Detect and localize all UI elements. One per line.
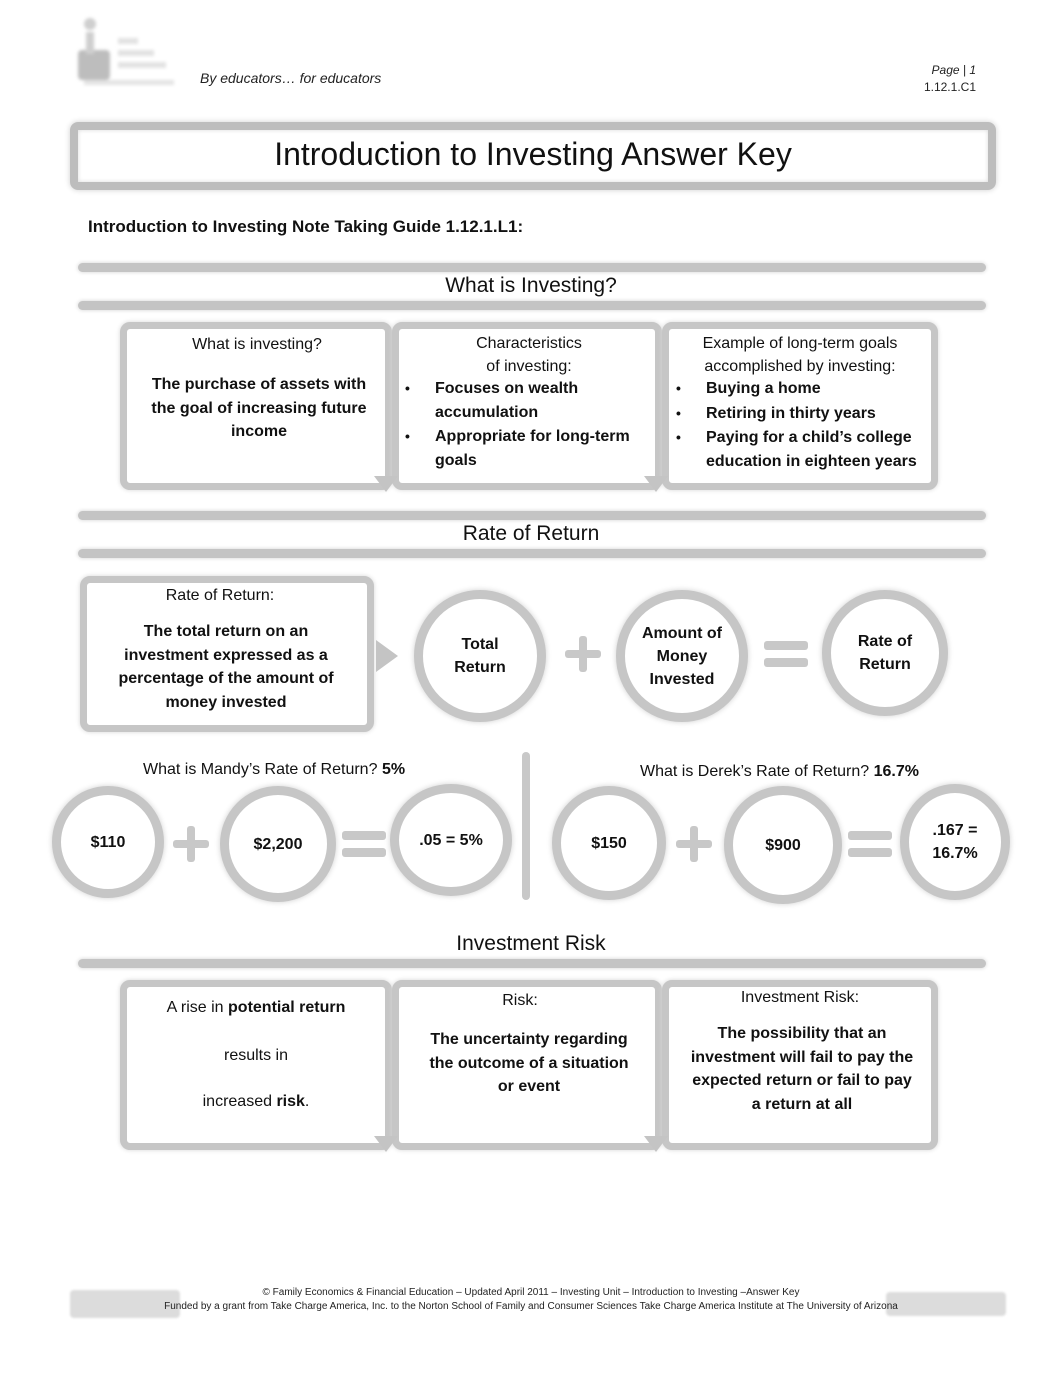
what-is-investing-box: [120, 322, 392, 490]
divide-icon: [674, 824, 714, 864]
section-rule-top: [78, 263, 986, 272]
mandy-total-return: $110: [52, 786, 164, 898]
mandy-question: What is Mandy’s Rate of Return? 5%: [143, 761, 406, 778]
characteristics-label: Characteristics of investing:: [476, 335, 582, 375]
investment-risk-definition: The possibility that an investment will …: [690, 1025, 914, 1113]
rate-label: Rate of Return:: [165, 587, 275, 604]
footer-funding: Funded by a grant from Take Charge Ameri…: [164, 1301, 898, 1312]
risk-label: Risk:: [502, 992, 538, 1009]
goals-label: Example of long-term goals accomplished …: [702, 335, 898, 375]
risk-definition: The uncertainty regarding the outcome of…: [429, 1031, 629, 1095]
mandy-result: .05 = 5%: [390, 784, 512, 896]
derek-amount-invested: $900: [724, 786, 842, 904]
feefe-logo: [78, 18, 174, 85]
list-item: Focuses on wealth accumulation: [405, 377, 655, 424]
formula-amount-invested: Amount of Money Invested: [616, 590, 748, 722]
list-item: Paying for a child’s college education i…: [676, 426, 934, 473]
section-rule-bottom: [78, 959, 986, 968]
characteristics-list: Focuses on wealth accumulation Appropria…: [405, 377, 655, 473]
arrow-down-icon: [644, 476, 668, 492]
risk-definition-box: [392, 980, 662, 1150]
derek-result: .167 =16.7%: [900, 784, 1010, 900]
title-frame: [70, 122, 996, 190]
list-item: Buying a home: [676, 377, 934, 401]
rate-definition-box: [80, 576, 374, 732]
list-item: Appropriate for long-term goals: [405, 425, 655, 472]
footer-logo-left: [70, 1290, 180, 1318]
arrow-right-icon: [376, 640, 398, 672]
page-number: Page | 1: [931, 63, 976, 77]
section-heading-rate: Rate of Return: [462, 522, 600, 545]
investment-risk-box: [662, 980, 938, 1150]
document-code: 1.12.1.C1: [923, 80, 976, 94]
arrow-down-icon: [374, 1136, 398, 1152]
footer-copyright: © Family Economics & Financial Education…: [262, 1287, 800, 1298]
risk-return-box: [120, 980, 392, 1150]
formula-total-return: Total Return: [414, 590, 546, 722]
derek-question: What is Derek’s Rate of Return? 16.7%: [640, 763, 919, 780]
note-guide-heading: Introduction to Investing Note Taking Gu…: [88, 217, 524, 236]
section-heading-investing: What is Investing?: [445, 274, 617, 297]
arrow-down-icon: [644, 1136, 668, 1152]
page-title: Introduction to Investing Answer Key: [274, 136, 792, 172]
divide-icon: [563, 634, 603, 674]
arrow-down-icon: [374, 476, 398, 492]
goals-list: Buying a home Retiring in thirty years P…: [676, 377, 934, 474]
formula-rate-of-return: Rate of Return: [822, 590, 948, 716]
equals-icon: [764, 637, 808, 671]
equals-icon: [848, 827, 892, 861]
vertical-divider: [522, 752, 530, 900]
risk-return-line2: results in: [223, 1047, 289, 1064]
derek-total-return: $150: [552, 786, 666, 900]
footer-logo-right: [886, 1292, 1006, 1316]
investing-question-label: What is investing?: [192, 336, 322, 353]
section-rule-bottom: [78, 549, 986, 558]
section-rule-bottom: [78, 301, 986, 310]
mandy-amount-invested: $2,200: [220, 786, 336, 902]
risk-return-line3: increased risk.: [202, 1093, 310, 1110]
investing-definition: The purchase of assets with the goal of …: [151, 376, 367, 440]
section-rule-top: [78, 511, 986, 520]
section-heading-risk: Investment Risk: [456, 932, 606, 955]
list-item: Retiring in thirty years: [676, 402, 934, 426]
equals-icon: [342, 827, 386, 861]
page-number-block: Page | 1 1.12.1.C1: [924, 62, 976, 96]
investment-risk-label: Investment Risk:: [740, 989, 860, 1006]
tagline: By educators… for educators: [200, 70, 382, 86]
rate-definition: The total return on an investment expres…: [118, 623, 334, 711]
divide-icon: [171, 824, 211, 864]
risk-return-line1: A rise in potential return: [166, 999, 346, 1016]
